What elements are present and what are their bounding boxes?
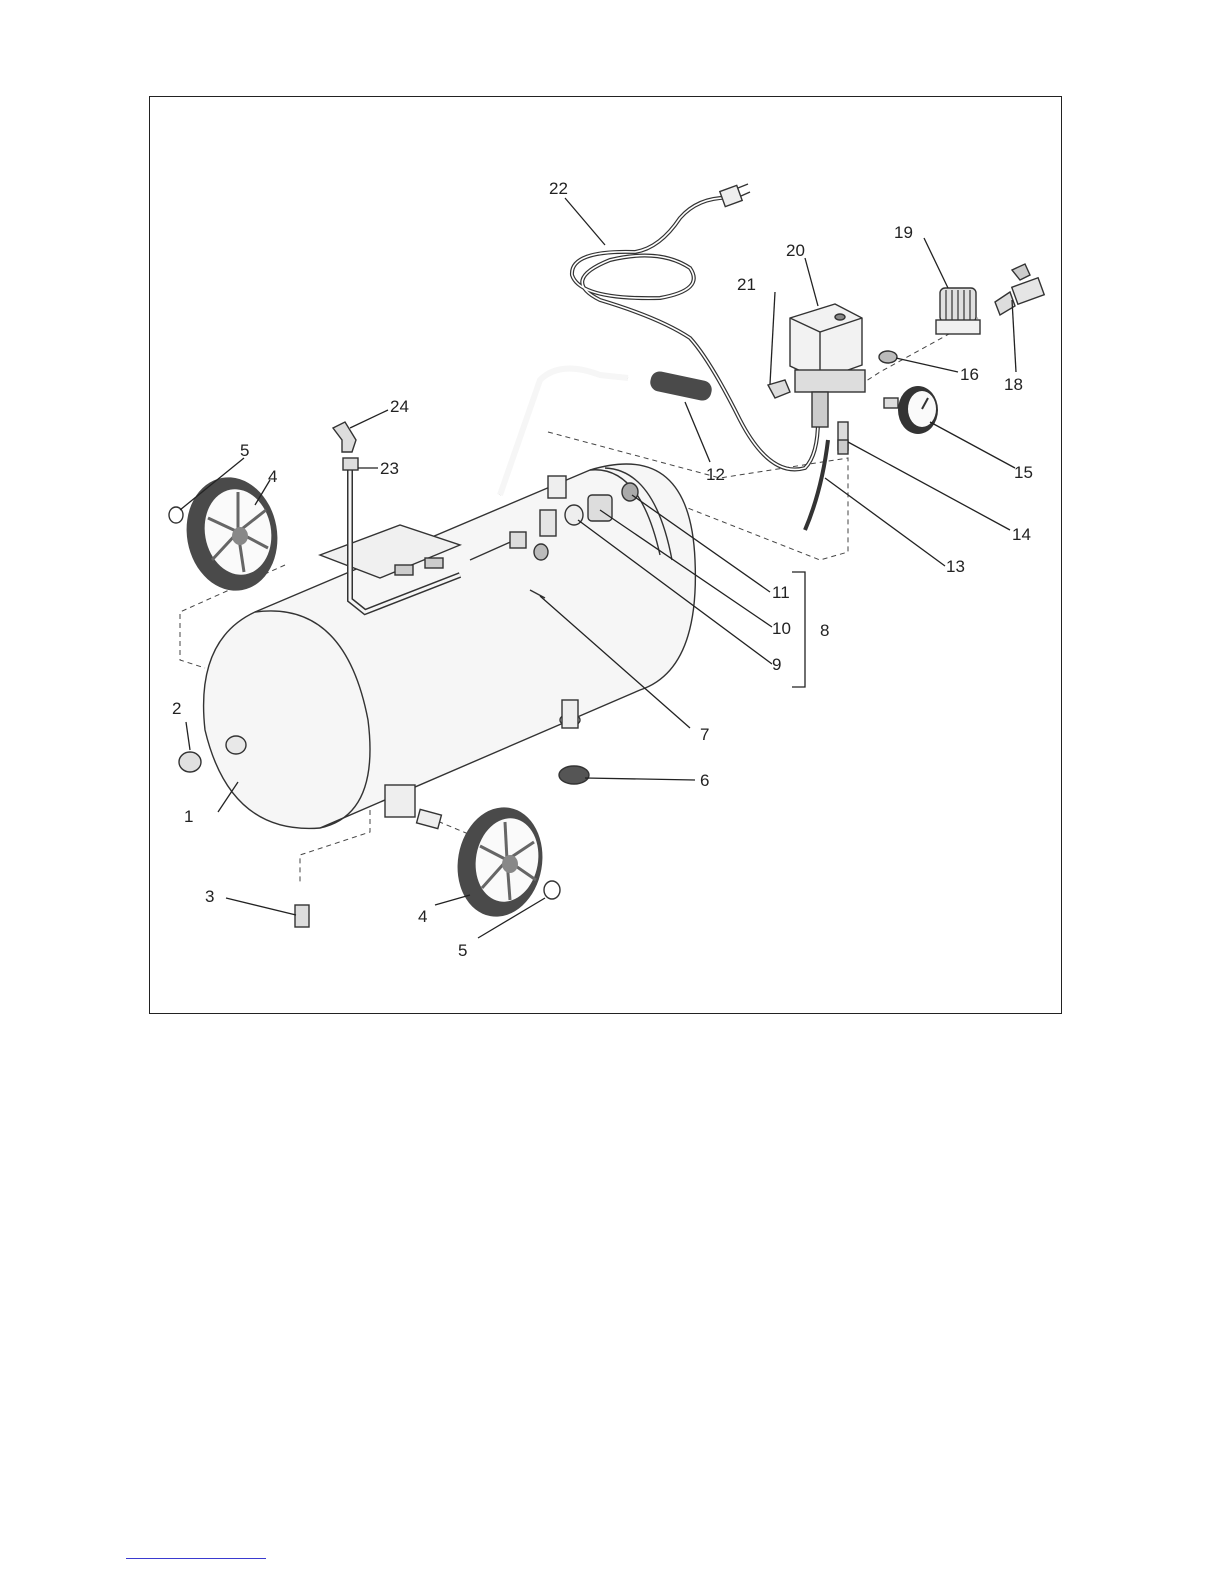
- footnote-rule: [126, 1558, 266, 1559]
- callout-12: 12: [706, 465, 725, 484]
- callout-4: 4: [268, 467, 277, 486]
- pressure-switch: [790, 304, 865, 450]
- regulator: [936, 288, 980, 334]
- callout-6: 6: [700, 771, 709, 790]
- callout-16: 16: [960, 365, 979, 384]
- unloader-valve: [768, 380, 790, 398]
- callout-14: 14: [1012, 525, 1031, 544]
- callout-24: 24: [390, 397, 409, 416]
- callout-5: 5: [458, 941, 467, 960]
- handle-grip: [649, 370, 714, 402]
- callout-13: 13: [946, 557, 965, 576]
- nipple-fitting: [879, 351, 897, 363]
- wheel-front: [449, 801, 560, 924]
- callout-23: 23: [380, 459, 399, 478]
- callout-11: 11: [772, 583, 790, 602]
- callout-18: 18: [1004, 375, 1023, 394]
- callout-21: 21: [737, 275, 756, 294]
- callout-9: 9: [772, 655, 781, 674]
- callout-8: 8: [820, 621, 829, 640]
- callout-19: 19: [894, 223, 913, 242]
- callout-22: 22: [549, 179, 568, 198]
- callout-4: 4: [418, 907, 427, 926]
- callout-2: 2: [172, 699, 181, 718]
- outlet-hose: [838, 440, 848, 454]
- callout-10: 10: [772, 619, 791, 638]
- wheel-rear: [169, 470, 286, 598]
- callout-3: 3: [205, 887, 214, 906]
- callout-20: 20: [786, 241, 805, 260]
- callout-7: 7: [700, 725, 709, 744]
- callout-15: 15: [1014, 463, 1033, 482]
- pressure-gauge: [884, 386, 938, 434]
- callout-5: 5: [240, 441, 249, 460]
- air-tank: [204, 464, 696, 829]
- callout-1: 1: [184, 807, 193, 826]
- quick-coupler: [995, 264, 1044, 315]
